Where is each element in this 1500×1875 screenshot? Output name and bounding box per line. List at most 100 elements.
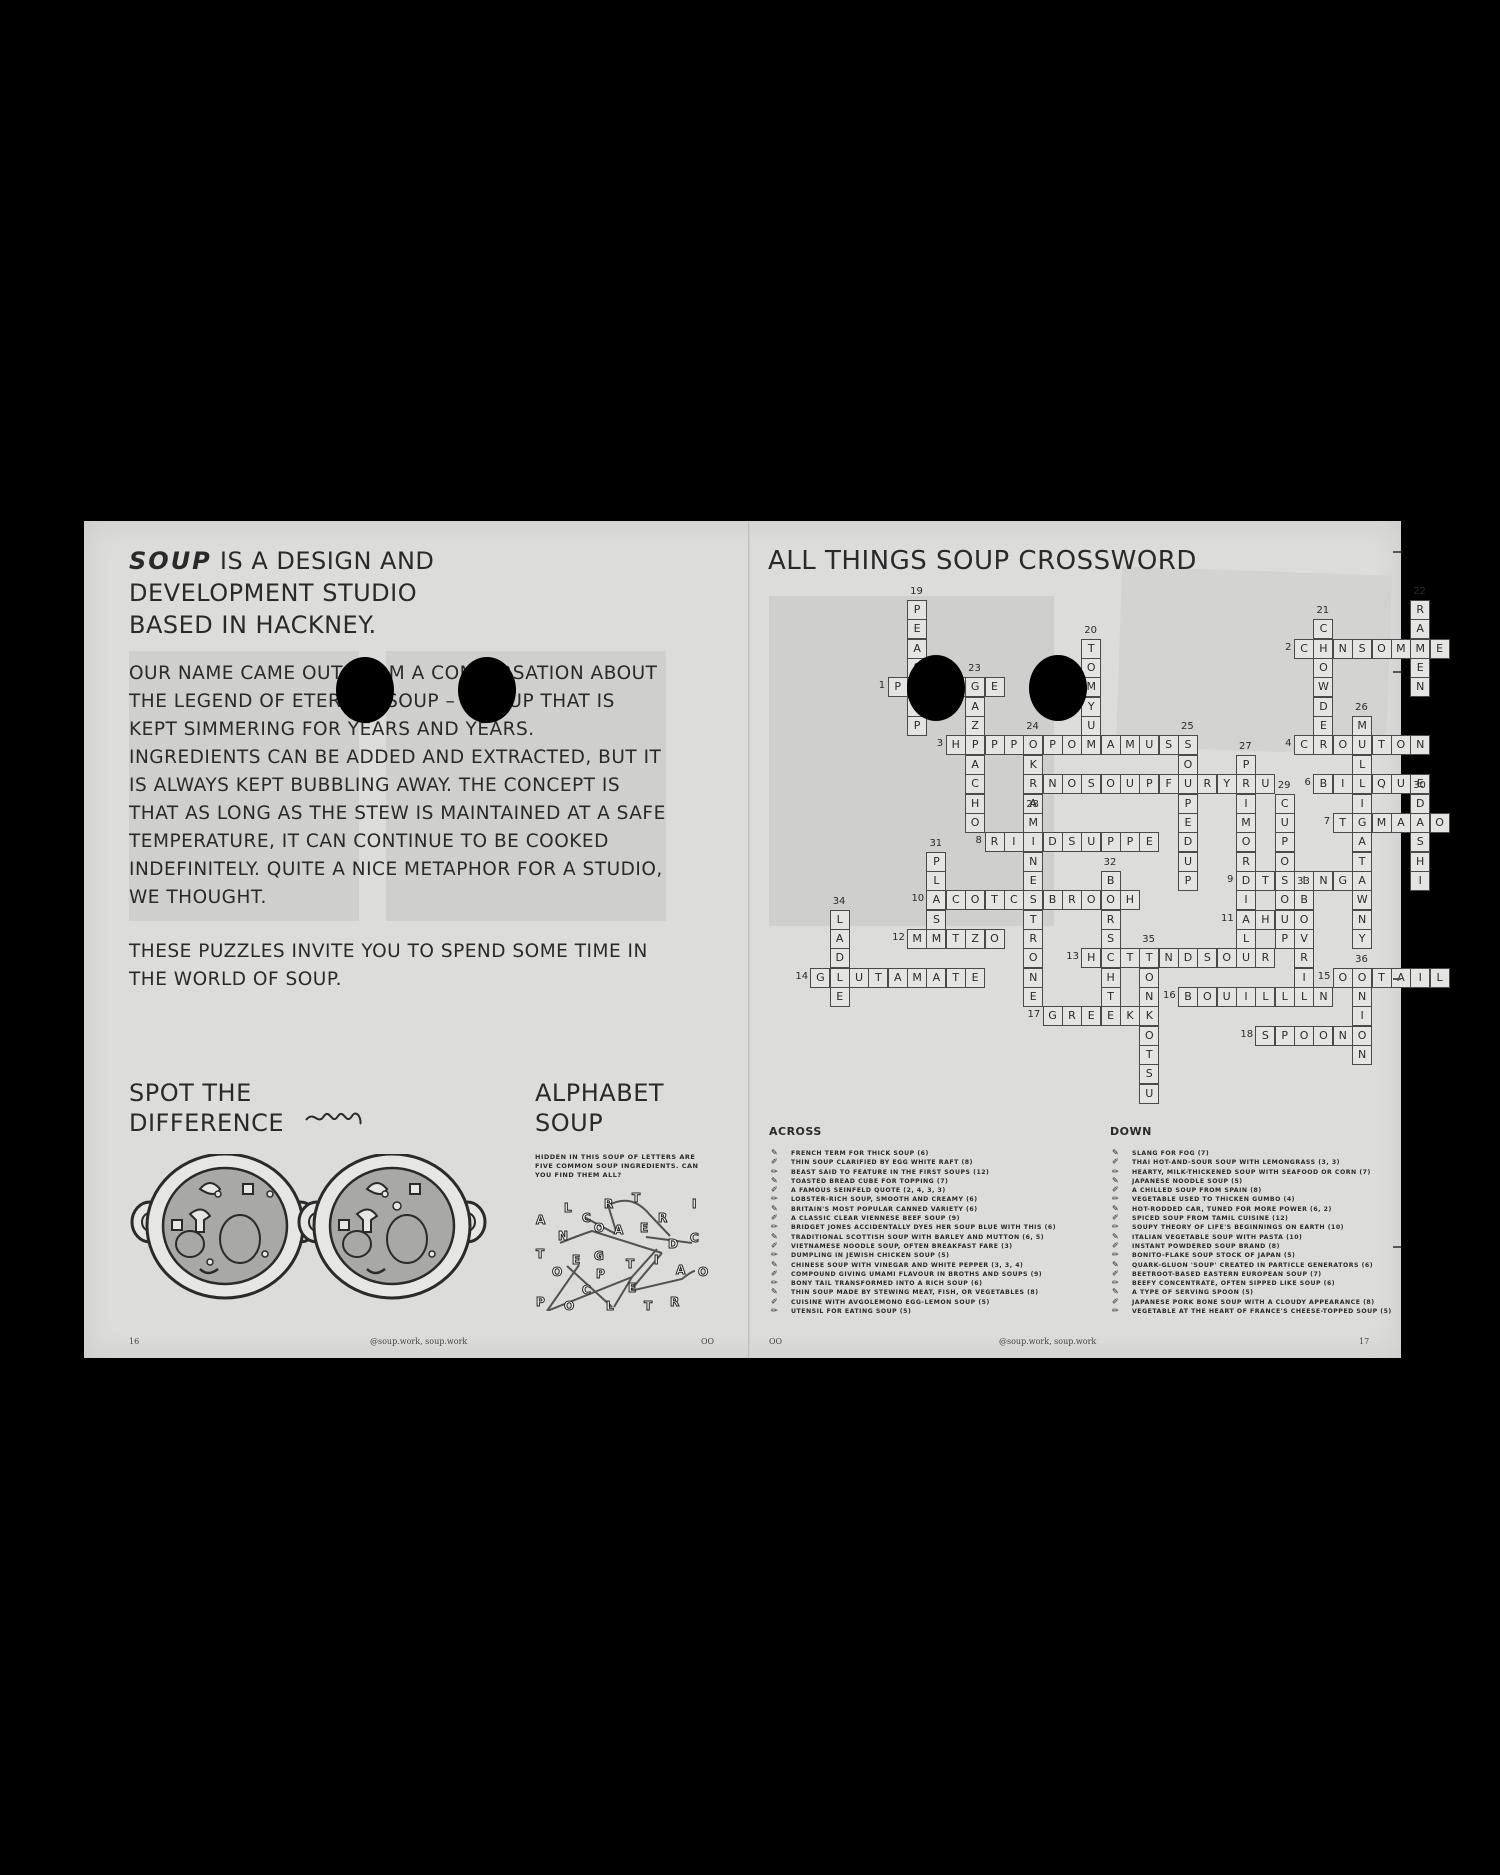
- crossword-cell[interactable]: O: [1061, 774, 1082, 795]
- crossword-cell[interactable]: H: [1081, 948, 1102, 969]
- crossword-cell[interactable]: M: [1371, 812, 1392, 833]
- crossword-cell[interactable]: O: [1139, 967, 1160, 988]
- crossword-cell[interactable]: P: [1274, 1025, 1295, 1046]
- crossword-cell[interactable]: E: [829, 987, 850, 1007]
- crossword-cell[interactable]: A: [887, 967, 908, 988]
- crossword-cell[interactable]: N: [1313, 987, 1334, 1007]
- crossword-cell[interactable]: H: [945, 735, 966, 756]
- crossword-cell[interactable]: I: [1332, 774, 1353, 795]
- crossword-cell[interactable]: R: [1236, 774, 1257, 795]
- crossword-cell[interactable]: H: [1410, 851, 1431, 872]
- soup-pot-illustration-1[interactable]: [130, 1154, 320, 1304]
- crossword-cell[interactable]: M: [907, 928, 928, 949]
- crossword-cell[interactable]: D: [829, 948, 850, 969]
- crossword-cell[interactable]: U: [1255, 774, 1276, 795]
- crossword-cell[interactable]: C: [945, 890, 966, 911]
- crossword-cell[interactable]: E: [1429, 638, 1450, 659]
- crossword-cell[interactable]: S: [1352, 638, 1373, 659]
- crossword-cell[interactable]: G: [810, 967, 831, 988]
- crossword-cell[interactable]: P: [1003, 735, 1024, 756]
- crossword-cell[interactable]: D: [1178, 832, 1198, 853]
- crossword-cell[interactable]: C: [1274, 793, 1295, 814]
- crossword-cell[interactable]: S: [1100, 928, 1121, 949]
- crossword-cell[interactable]: D: [1313, 696, 1334, 717]
- crossword-cell[interactable]: G: [1042, 1006, 1063, 1027]
- crossword-cell[interactable]: S: [1061, 832, 1082, 853]
- crossword-cell[interactable]: S: [1410, 832, 1431, 853]
- crossword-cell[interactable]: E: [1081, 1006, 1102, 1027]
- footer-handle[interactable]: @soup.work, soup.work: [999, 1337, 1097, 1346]
- crossword-cell[interactable]: R: [1197, 774, 1218, 795]
- crossword-cell[interactable]: T: [945, 967, 966, 988]
- crossword-cell[interactable]: R: [1236, 851, 1257, 872]
- footer-handle[interactable]: @soup.work, soup.work: [370, 1337, 468, 1346]
- alphabet-soup-puzzle[interactable]: A L C R T I R N O A E C D T G O E P T I …: [532, 1191, 712, 1314]
- crossword-cell[interactable]: O: [1178, 754, 1198, 775]
- crossword-cell[interactable]: Q: [1371, 774, 1392, 795]
- crossword-cell[interactable]: N: [1332, 1025, 1353, 1046]
- crossword-cell[interactable]: Z: [965, 716, 986, 737]
- crossword-cell[interactable]: P: [1100, 832, 1121, 853]
- crossword-cell[interactable]: H: [1119, 890, 1140, 911]
- crossword-cell[interactable]: M: [907, 967, 928, 988]
- crossword-cell[interactable]: A: [1100, 735, 1121, 756]
- crossword-cell[interactable]: E: [1139, 832, 1160, 853]
- crossword-cell[interactable]: K: [1139, 1006, 1160, 1027]
- crossword-cell[interactable]: O: [1332, 967, 1353, 988]
- crossword-cell[interactable]: N: [1158, 948, 1179, 969]
- crossword-cell[interactable]: C: [1294, 735, 1315, 756]
- crossword-cell[interactable]: B: [1294, 890, 1315, 911]
- crossword-cell[interactable]: O: [965, 812, 986, 833]
- crossword-cell[interactable]: T: [1139, 1045, 1160, 1066]
- crossword-cell[interactable]: B: [1100, 870, 1121, 891]
- crossword-cell[interactable]: U: [1274, 909, 1295, 930]
- crossword-cell[interactable]: G: [965, 677, 986, 698]
- crossword-cell[interactable]: A: [1410, 812, 1431, 833]
- crossword-cell[interactable]: P: [1139, 774, 1160, 795]
- crossword-cell[interactable]: U: [1178, 851, 1198, 872]
- crossword-cell[interactable]: M: [1119, 735, 1140, 756]
- crossword-cell[interactable]: N: [1023, 851, 1044, 872]
- crossword-cell[interactable]: U: [1274, 812, 1295, 833]
- crossword-cell[interactable]: A: [965, 696, 986, 717]
- crossword-cell[interactable]: L: [1352, 754, 1373, 775]
- crossword-cell[interactable]: S: [1197, 948, 1218, 969]
- crossword-cell[interactable]: O: [1274, 890, 1295, 911]
- crossword-cell[interactable]: U: [1236, 948, 1257, 969]
- crossword-cell[interactable]: N: [1352, 987, 1373, 1007]
- crossword-cell[interactable]: A: [1390, 812, 1411, 833]
- crossword-cell[interactable]: T: [945, 928, 966, 949]
- crossword-cell[interactable]: W: [1313, 677, 1334, 698]
- crossword-cell[interactable]: S: [1274, 870, 1295, 891]
- crossword-cell[interactable]: P: [1274, 928, 1295, 949]
- crossword-cell[interactable]: P: [1178, 793, 1198, 814]
- crossword-cell[interactable]: M: [1352, 716, 1373, 737]
- crossword-cell[interactable]: H: [1100, 967, 1121, 988]
- crossword-cell[interactable]: P: [907, 716, 928, 737]
- soup-pot-illustration-2[interactable]: [297, 1154, 487, 1304]
- crossword-cell[interactable]: P: [887, 677, 908, 698]
- crossword-cell[interactable]: U: [1178, 774, 1198, 795]
- crossword-cell[interactable]: O: [1100, 774, 1121, 795]
- crossword-cell[interactable]: D: [1178, 948, 1198, 969]
- crossword-cell[interactable]: B: [1178, 987, 1198, 1007]
- crossword-cell[interactable]: O: [1352, 967, 1373, 988]
- crossword-cell[interactable]: A: [1236, 909, 1257, 930]
- crossword-cell[interactable]: P: [926, 851, 947, 872]
- crossword-cell[interactable]: O: [1023, 735, 1044, 756]
- crossword-cell[interactable]: N: [1332, 638, 1353, 659]
- crossword-cell[interactable]: O: [1023, 948, 1044, 969]
- crossword-cell[interactable]: T: [1371, 967, 1392, 988]
- crossword-cell[interactable]: Y: [1352, 928, 1373, 949]
- crossword-cell[interactable]: T: [1371, 735, 1392, 756]
- crossword-cell[interactable]: O: [984, 928, 1005, 949]
- crossword-cell[interactable]: U: [1216, 987, 1237, 1007]
- crossword-cell[interactable]: U: [1139, 735, 1160, 756]
- crossword-cell[interactable]: N: [1352, 1045, 1373, 1066]
- crossword-cell[interactable]: D: [1236, 870, 1257, 891]
- crossword-cell[interactable]: S: [1178, 735, 1198, 756]
- crossword-cell[interactable]: L: [1429, 967, 1450, 988]
- crossword-cell[interactable]: O: [1216, 948, 1237, 969]
- crossword-cell[interactable]: R: [1061, 1006, 1082, 1027]
- crossword-cell[interactable]: K: [1023, 754, 1044, 775]
